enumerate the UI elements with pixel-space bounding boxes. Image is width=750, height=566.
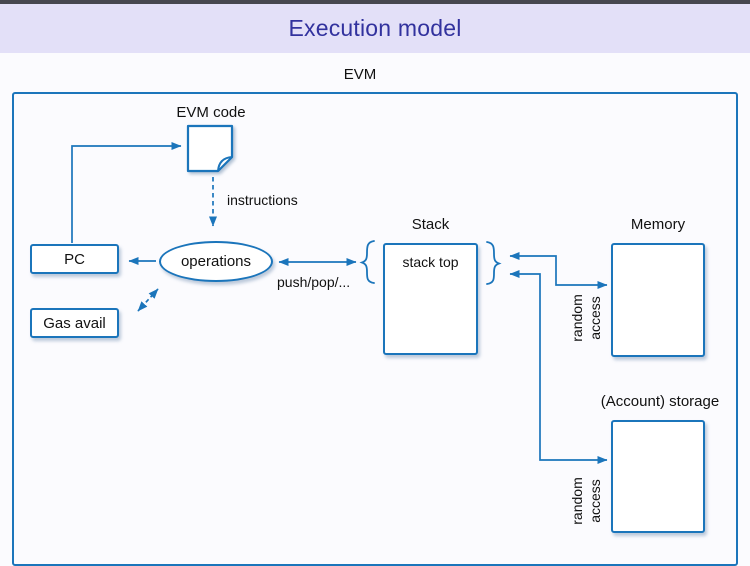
account-storage-title: (Account) storage <box>600 393 720 410</box>
pc-node: PC <box>30 244 119 274</box>
slide-header: Execution model <box>0 4 750 53</box>
operations-label: operations <box>180 253 252 270</box>
evm-code-label: EVM code <box>176 104 246 121</box>
stack-node: stack top <box>383 243 478 355</box>
document-icon <box>186 124 234 173</box>
window-top-bar <box>0 0 750 4</box>
gas-avail-label: Gas avail <box>43 314 106 332</box>
operations-node: operations <box>159 241 273 282</box>
stack-top-label: stack top <box>402 254 459 270</box>
memory-title: Memory <box>630 216 686 233</box>
account-storage-node <box>611 420 705 533</box>
pc-label: PC <box>64 250 85 268</box>
memory-node <box>611 243 705 357</box>
gas-avail-node: Gas avail <box>30 308 119 338</box>
evm-container-label: EVM <box>343 66 377 83</box>
storage-random-access-label: random access <box>569 477 603 525</box>
memory-random-access-label: random access <box>569 294 603 342</box>
instructions-edge-label: instructions <box>227 192 298 208</box>
push-pop-edge-label: push/pop/... <box>277 274 351 290</box>
stack-title: Stack <box>411 216 450 233</box>
page-title: Execution model <box>288 15 462 41</box>
